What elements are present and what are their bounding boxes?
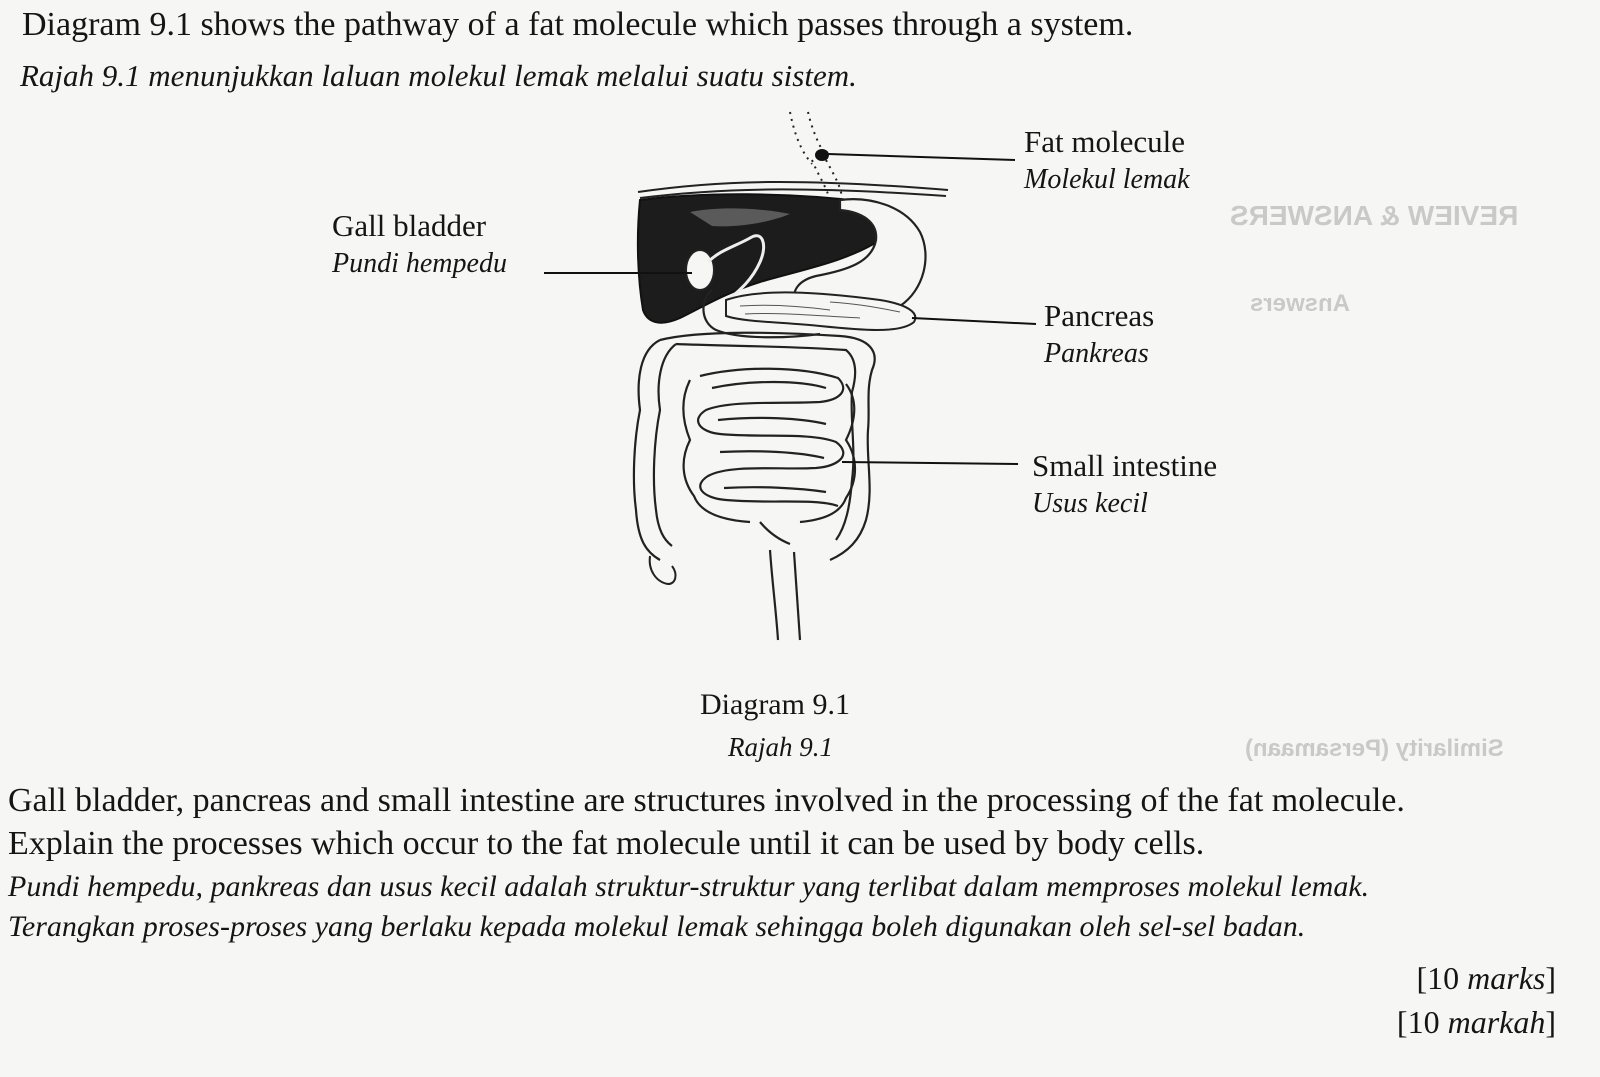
label-fat-molecule-en: Fat molecule	[1024, 124, 1185, 160]
label-pancreas-ms: Pankreas	[1044, 338, 1149, 370]
diagram-caption-en: Diagram 9.1	[700, 688, 850, 722]
label-fat-molecule-ms: Molekul lemak	[1024, 164, 1190, 196]
fat-molecule-pointer	[828, 154, 1015, 160]
marks-ms-number: [10	[1397, 1004, 1448, 1040]
gall-bladder-shape	[686, 250, 714, 290]
pancreas-pointer	[912, 318, 1036, 324]
fat-molecule-dot	[815, 149, 829, 161]
appendix	[650, 556, 676, 584]
question-body-en-2: Explain the processes which occur to the…	[8, 825, 1204, 863]
question-body-ms-2: Terangkan proses-proses yang berlaku kep…	[8, 910, 1305, 944]
marks-en-number: [10	[1416, 960, 1467, 996]
small-intestine-coils	[683, 369, 855, 544]
large-intestine	[634, 333, 875, 560]
marks-ms-word: markah	[1448, 1004, 1546, 1040]
label-gall-bladder-en: Gall bladder	[332, 208, 486, 244]
marks-ms: [10 markah]	[1397, 1004, 1556, 1041]
marks-en: [10 marks]	[1416, 960, 1556, 997]
marks-ms-close: ]	[1545, 1004, 1556, 1040]
marks-en-word: marks	[1467, 960, 1545, 996]
label-small-intestine-en: Small intestine	[1032, 448, 1217, 484]
label-pancreas-en: Pancreas	[1044, 298, 1154, 334]
diagram-caption-ms: Rajah 9.1	[728, 732, 833, 763]
question-body-ms-1: Pundi hempedu, pankreas dan usus kecil a…	[8, 870, 1369, 904]
marks-en-close: ]	[1545, 960, 1556, 996]
label-small-intestine-ms: Usus kecil	[1032, 488, 1148, 520]
label-gall-bladder-ms: Pundi hempedu	[332, 248, 507, 280]
question-body-en-1: Gall bladder, pancreas and small intesti…	[8, 782, 1405, 820]
rectum	[770, 550, 800, 640]
